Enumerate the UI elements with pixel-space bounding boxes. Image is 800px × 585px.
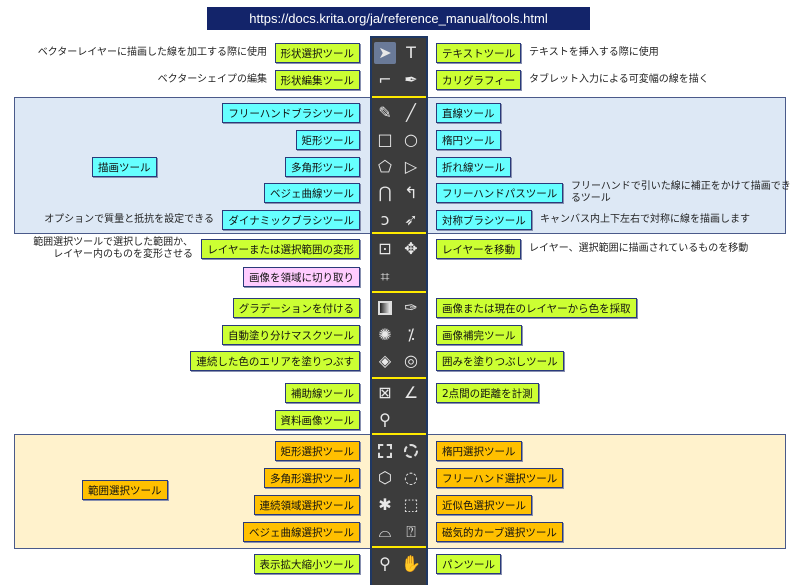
tool-label-left: 連続領域選択ツール	[253, 495, 360, 515]
tool-description-right: フリーハンドで引いた線に補正をかけて描画できるツール	[571, 181, 791, 204]
tool-label-right: カリグラフィー	[436, 70, 522, 90]
tool-description-right: キャンバス内上下左右で対称に線を描画します	[540, 214, 750, 225]
text-icon[interactable]: T	[406, 43, 416, 62]
tool-label-right: 画像または現在のレイヤーから色を採取	[436, 298, 637, 318]
toolbox-separator	[372, 291, 426, 293]
tool-label-left: ベジェ曲線ツール	[264, 183, 360, 203]
tool-label-right: 直線ツール	[436, 103, 501, 123]
tool-label-left: レイヤーまたは選択範囲の変形	[201, 239, 360, 259]
tool-description-right: レイヤー、選択範囲に描画されているものを移動	[529, 243, 749, 254]
tool-label-left: グラデーションを付ける	[232, 298, 360, 318]
tool-label-right: レイヤーを移動	[436, 239, 522, 259]
tool-label-left: 矩形選択ツール	[274, 441, 360, 461]
tool-description-right: タブレット入力による可変幅の線を描く	[529, 74, 709, 85]
tool-label-left: 自動塗り分けマスクツール	[222, 325, 360, 345]
tool-label-right: 画像補完ツール	[436, 325, 522, 345]
tool-description-left: 範囲選択ツールで選択した範囲か、 レイヤー内のものを変形させる	[33, 237, 193, 260]
group-label-selection-tools: 範囲選択ツール	[82, 480, 168, 500]
gradient-icon[interactable]	[374, 297, 396, 319]
tool-description-left: ベクターレイヤーに描画した線を加工する際に使用	[37, 47, 267, 58]
tool-label-left: 形状編集ツール	[274, 70, 360, 90]
tool-label-left: 多角形選択ツール	[264, 468, 360, 488]
ellipse-icon[interactable]: ○	[404, 130, 418, 149]
tool-label-left: 形状選択ツール	[274, 43, 360, 63]
tool-label-right: フリーハンド選択ツール	[436, 468, 564, 488]
tool-description-left: オプションで質量と抵抗を設定できる	[44, 214, 214, 225]
color-picker-icon[interactable]: ✑	[404, 298, 418, 317]
polygon-select-icon[interactable]: ⬡	[378, 468, 392, 487]
polygon-icon[interactable]: ⬠	[378, 157, 392, 176]
calligraphy-icon[interactable]: ✒	[404, 70, 418, 89]
assistant-icon[interactable]: ⊠	[378, 383, 392, 402]
magnetic-select-icon[interactable]: ⍰	[406, 522, 416, 541]
tool-label-left: 矩形ツール	[295, 130, 360, 150]
tool-description-right: テキストを挿入する際に使用	[529, 47, 659, 58]
crop-icon[interactable]: ⌗	[380, 267, 390, 286]
measure-icon[interactable]: ∠	[403, 383, 419, 402]
tool-label-left: フリーハンドブラシツール	[222, 103, 360, 123]
contiguous-select-icon[interactable]: ✱	[378, 495, 392, 514]
page-url-title: https://docs.krita.org/ja/reference_manu…	[207, 7, 590, 30]
reference-image-icon[interactable]: ⚲	[379, 410, 391, 429]
tool-description-left: ベクターシェイプの編集	[157, 74, 267, 85]
select-shapes-icon[interactable]: ➤	[374, 42, 396, 64]
transform-icon[interactable]: ⊡	[378, 239, 392, 258]
toolbox-separator	[372, 377, 426, 379]
tool-label-right: 磁気的カーブ選択ツール	[436, 522, 563, 542]
toolbox-separator	[372, 433, 426, 435]
tool-label-left: 補助線ツール	[285, 383, 360, 403]
fill-icon[interactable]: ◈	[378, 351, 392, 370]
rect-select-icon[interactable]	[374, 440, 396, 462]
smart-patch-icon[interactable]: ⁒	[407, 325, 415, 344]
tool-label-right: 囲みを塗りつぶしツール	[436, 351, 564, 371]
dynamic-brush-icon[interactable]: ↄ	[380, 210, 390, 229]
edit-shapes-icon[interactable]: ⌐	[378, 70, 392, 89]
tool-label-left: 資料画像ツール	[274, 410, 360, 430]
bezier-select-icon[interactable]: ⌓	[378, 522, 392, 541]
similar-color-select-icon[interactable]: ⬚	[403, 495, 419, 514]
pan-icon[interactable]: ✋	[401, 554, 421, 573]
toolbox-separator	[372, 232, 426, 234]
tool-label-right: パンツール	[436, 554, 502, 574]
toolbox-separator	[372, 546, 426, 548]
multibrush-icon[interactable]: ➶	[404, 210, 418, 229]
tool-label-right: 楕円ツール	[436, 130, 501, 150]
tool-label-right: フリーハンドパスツール	[436, 183, 564, 203]
tool-label-left: ダイナミックブラシツール	[222, 210, 360, 230]
freehand-path-icon[interactable]: ↰	[404, 183, 418, 202]
tool-label-left: 表示拡大縮小ツール	[253, 554, 360, 574]
polyline-icon[interactable]: ▷	[404, 157, 418, 176]
line-icon[interactable]: ╱	[406, 103, 416, 122]
tool-label-right: 近似色選択ツール	[436, 495, 532, 515]
tool-label-right: 対称ブラシツール	[436, 210, 532, 230]
brush-icon[interactable]: ✎	[378, 103, 392, 122]
ellipse-select-icon[interactable]	[400, 440, 422, 462]
tool-label-right: 楕円選択ツール	[436, 441, 522, 461]
tool-label-right: 2点間の距離を計測	[436, 383, 539, 403]
tool-label-left: 多角形ツール	[285, 157, 360, 177]
zoom-icon[interactable]: ⚲	[379, 554, 391, 573]
group-label-paint-tools: 描画ツール	[92, 157, 157, 177]
tool-label-right: テキストツール	[436, 43, 522, 63]
bezier-icon[interactable]: ⋂	[378, 183, 392, 202]
toolbox-separator	[372, 96, 426, 98]
colorize-mask-icon[interactable]: ✺	[378, 325, 392, 344]
tool-label-right: 折れ線ツール	[436, 157, 511, 177]
move-icon[interactable]: ✥	[404, 239, 418, 258]
tool-label-left: 画像を領域に切り取り	[243, 267, 360, 287]
rectangle-icon[interactable]: □	[377, 130, 393, 149]
freehand-select-icon[interactable]: ◌	[404, 468, 418, 487]
tool-label-left: ベジェ曲線選択ツール	[243, 522, 360, 542]
enclose-fill-icon[interactable]: ◎	[404, 351, 418, 370]
tool-label-left: 連続した色のエリアを塗りつぶす	[190, 351, 360, 371]
